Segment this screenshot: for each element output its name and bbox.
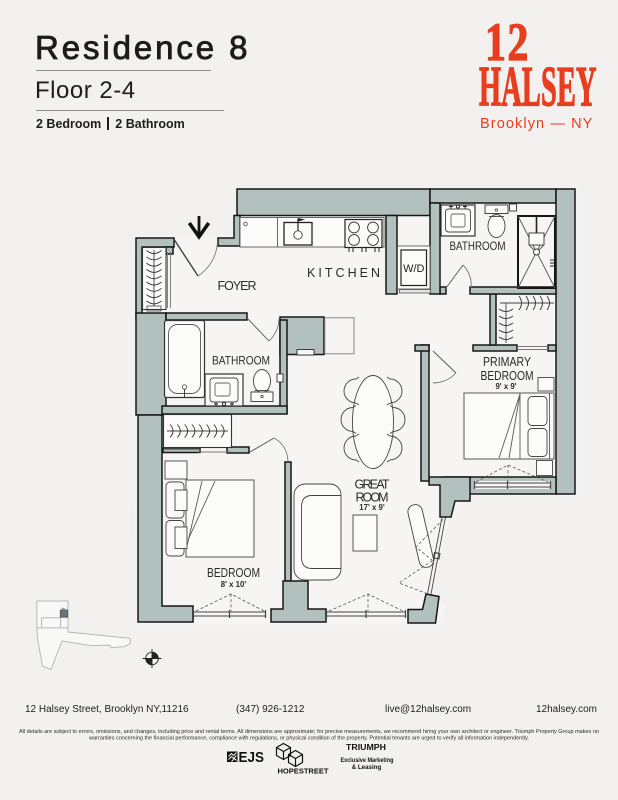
svg-text:BATHROOM: BATHROOM [212, 354, 270, 368]
svg-text:ROOM: ROOM [356, 491, 389, 505]
svg-text:FOYER: FOYER [218, 279, 257, 293]
svg-text:BATHROOM: BATHROOM [450, 239, 506, 253]
svg-text:Exclusive Marketing: Exclusive Marketing [341, 757, 394, 764]
svg-text:warranties concerning the fina: warranties concerning the financial perf… [88, 736, 529, 742]
svg-text:KITCHEN: KITCHEN [307, 266, 380, 280]
svg-text:TRIUMPH: TRIUMPH [346, 743, 386, 752]
svg-text:HOPESTREET: HOPESTREET [278, 766, 329, 775]
svg-text:& Leasing: & Leasing [352, 764, 382, 771]
svg-text:BEDROOM: BEDROOM [481, 369, 534, 383]
svg-text:9' x 9': 9' x 9' [495, 382, 516, 391]
svg-text:PRIMARY: PRIMARY [483, 355, 532, 369]
svg-text:17' x 9': 17' x 9' [359, 503, 385, 512]
svg-text:GREAT: GREAT [355, 478, 390, 492]
svg-text:W/D: W/D [403, 263, 424, 275]
svg-text:All details are subject to err: All details are subject to errors, omiss… [19, 729, 599, 735]
svg-text:8' x 10': 8' x 10' [221, 580, 247, 589]
svg-text:EJS: EJS [239, 750, 265, 766]
svg-text:BEDROOM: BEDROOM [207, 566, 260, 580]
